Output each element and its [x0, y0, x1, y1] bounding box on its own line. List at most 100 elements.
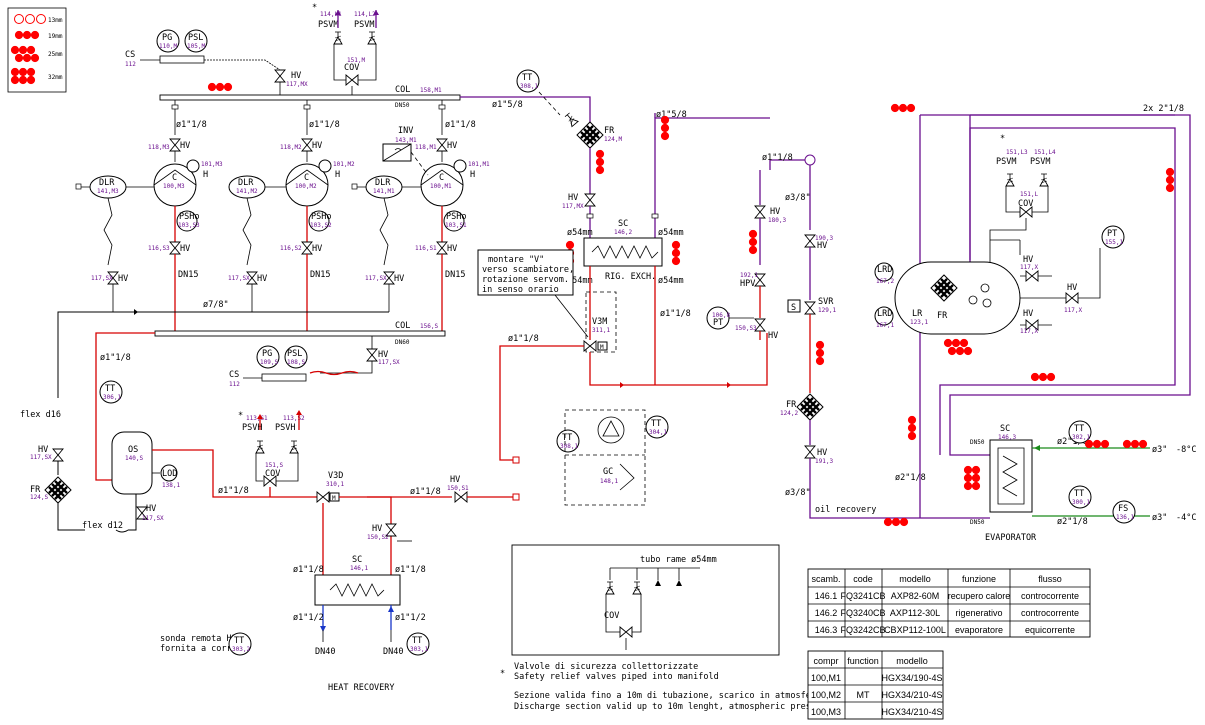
col-tag: 156,S [420, 323, 438, 330]
psl-tag: 105,M [187, 43, 205, 50]
star-note-marker: * [500, 669, 505, 679]
heater-label: H [470, 170, 475, 180]
hv-label: HV [447, 141, 457, 151]
table-cell: AXP82-60M [891, 591, 940, 601]
table-cell: FQ3240CB [840, 608, 885, 618]
pipe-size-label: ø3/8" [785, 488, 811, 498]
pipe-size-label: ø1"5/8 [492, 100, 523, 110]
hv-tag: 117,SX [228, 275, 250, 282]
note-line: in senso orario [482, 285, 559, 295]
pg-tag: 110,M [159, 43, 177, 50]
fs-label: FS [1118, 504, 1128, 514]
tt-tag: 304,1 [649, 429, 667, 436]
legend-label-19: 19mm [48, 33, 63, 40]
star-note-marker: * [238, 411, 243, 421]
cov-tag: 151,S [265, 462, 283, 469]
table-cell: rigenerativo [955, 608, 1002, 618]
sc-label: SC [352, 555, 362, 565]
hv-label: HV [146, 504, 156, 514]
dn15-label: DN15 [445, 270, 465, 280]
psho-tag: 108,S [287, 359, 305, 366]
compressor-group-2: HV 118,M2 C 100,M2 101,M2 H DLR 141,M2 P… [228, 138, 355, 334]
pt-tag: 155,1 [1105, 239, 1123, 246]
table-cell: controcorrente [1021, 591, 1079, 601]
mounting-note [477, 249, 574, 296]
psh-label: PSHo [446, 212, 466, 222]
hv-tag: 117,MX [562, 203, 584, 210]
fr-label: FR [604, 126, 615, 136]
v3d-tag: 310,1 [326, 481, 344, 488]
hv-tag: 116,S1 [415, 245, 437, 252]
os-label: OS [128, 445, 138, 455]
dlr-label: DLR [375, 178, 391, 188]
pipe-size-label: ø1"1/8 [395, 565, 426, 575]
psvm-tag: 151,L3 [1006, 149, 1028, 156]
note-line: Discharge section valid up to 10m lenght… [514, 702, 831, 712]
cov-label: COV [604, 611, 619, 621]
sc-label: SC [1000, 424, 1010, 434]
oil-recovery-label: oil recovery [815, 505, 876, 515]
pipe-size-label: ø1"1/8 [218, 486, 249, 496]
dn15-label: DN15 [178, 270, 198, 280]
oil-line: ø7/8" [57, 300, 389, 398]
pipe-size-label: ø1"1/8 [410, 487, 441, 497]
dlr-tag: 141,M3 [97, 188, 119, 195]
hv-label: HV [312, 141, 322, 151]
v3d-label: V3D [328, 471, 343, 481]
cs-label: CS [229, 370, 239, 380]
hv-label: HV [568, 193, 578, 203]
top-relief-valves: 114,L1 114,L2 * PSVM PSVM COV 151,M [312, 3, 379, 95]
cs-label: CS [125, 50, 135, 60]
evaporator-icon [989, 439, 1033, 513]
table-header: funzione [962, 574, 996, 584]
psvh-tag: 113,S1 [246, 415, 268, 422]
os-tag: 140,S [125, 455, 143, 462]
tt-label: TT [1074, 424, 1084, 434]
cov-tag: 151,L [1020, 191, 1038, 198]
lod-label: LOD [162, 469, 177, 479]
dn50-label: DN50 [395, 102, 410, 109]
col-label: COL [395, 321, 410, 331]
pg-label: PG [262, 349, 272, 359]
hv-tag: 191,3 [815, 458, 833, 465]
insulation-legend: 13mm 19mm 25mm 32mm [7, 7, 67, 93]
hv-label: HV [450, 475, 460, 485]
compressor-label: C [304, 173, 309, 183]
hv-tag: 117,X [1064, 307, 1082, 314]
psh-label: PSHo [179, 212, 199, 222]
pipe-size-label: ø54mm [658, 276, 684, 286]
table-cell: HGX34/190-4S [881, 673, 942, 683]
hv-label: HV [38, 445, 48, 455]
cov-label: COV [1018, 199, 1033, 209]
dlr-tag: 141,M1 [373, 188, 395, 195]
table-header: flusso [1038, 574, 1062, 584]
hv-tag: 116,S3 [148, 245, 170, 252]
lrd-label: LRD [877, 309, 892, 319]
tt-label: TT [522, 73, 532, 83]
tt-label: TT [105, 384, 115, 394]
suction-lines: 2x 2"1/8 ø2"1/8 [654, 103, 1191, 527]
oil-separator-section: TT 306,1 flex d16 HV 117,SX FR 124,S fle… [20, 380, 317, 533]
relief-valve-icon [1005, 173, 1015, 187]
pipe-size-label: ø54mm [658, 228, 684, 238]
pipe-size-label: ø1"1/2 [293, 613, 324, 623]
psvm-label: PSVM [996, 157, 1016, 167]
discharge-manifold: COL 158,M1 DN50 ø1"5/8 ø1"1/8 ø1"1/8 ø1"… [159, 82, 591, 135]
tt-label: TT [1074, 489, 1084, 499]
table-cell: CBXP112-100L [884, 625, 946, 635]
pipe-size-label: ø3" [1152, 445, 1167, 455]
psvm-label: PSVM [318, 20, 338, 30]
dn-label: DN60 [395, 339, 410, 346]
psl-label: PSL [188, 33, 203, 43]
relief-valve-icon [289, 440, 299, 454]
tt-label: TT [412, 636, 422, 646]
manual-valve-icon [274, 69, 286, 83]
cov-tag: 151,M [347, 57, 365, 64]
pipe-size-label: ø1"1/2 [395, 613, 426, 623]
table-cell: recupero calore [948, 591, 1011, 601]
filter-drier-icon [795, 392, 825, 422]
pipe-size-label: ø54mm [567, 228, 593, 238]
lod-tag: 138,1 [162, 482, 180, 489]
